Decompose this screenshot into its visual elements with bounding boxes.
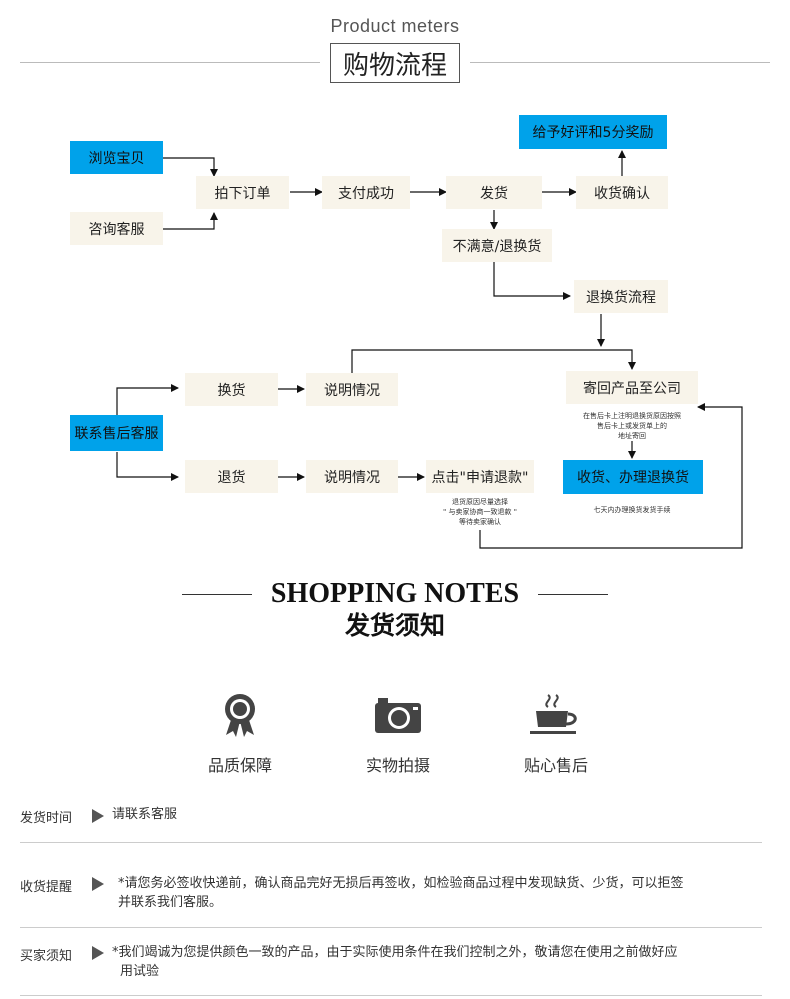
notes-right-divider	[538, 594, 608, 595]
send-back-note-line-2: 售后卡上或发货单上的	[597, 422, 667, 430]
header-chinese-title: 购物流程	[330, 43, 460, 83]
info-label-receipt-reminder: 收货提醒	[20, 880, 73, 895]
notes-chinese-title: 发货须知	[344, 611, 445, 640]
flow-confirm: 收货确认	[576, 176, 668, 209]
feature-label-after-sales: 贴心售后	[523, 756, 588, 775]
flow-receive-process: 收货、办理退换货	[563, 460, 703, 494]
info-text-buyer-notice: *我们竭诚为您提供颜色一致的产品，由于实际使用条件在我们控制之外，敬请您在使用之…	[112, 943, 678, 981]
feature-label-real-photo: 实物拍摄	[365, 756, 430, 775]
coffee-cup-icon	[525, 693, 585, 737]
send-back-note-line-3: 地址寄回	[618, 432, 646, 440]
flow-explain-exchange: 说明情况	[306, 373, 398, 406]
info-text-receipt-line-2: 并联系我们客服。	[118, 895, 223, 910]
refund-note-line-1: 退货原因尽量选择	[452, 498, 508, 506]
flow-payment: 支付成功	[322, 176, 410, 209]
play-arrow-icon	[92, 809, 104, 823]
flow-review: 给予好评和5分奖励	[519, 115, 667, 149]
info-text-ship-time: 请联系客服	[112, 807, 178, 822]
flow-contact-service: 联系售后客服	[70, 415, 163, 451]
info-text-receipt-reminder: *请您务必签收快递前，确认商品完好无损后再签收，如检验商品过程中发现缺货、少货，…	[118, 874, 684, 912]
send-back-note-line-1: 在售后卡上注明退换货原因按照	[583, 412, 681, 420]
info-text-receipt-line-1: *请您务必签收快递前，确认商品完好无损后再签收，如检验商品过程中发现缺货、少货，…	[118, 876, 684, 891]
flow-browse: 浏览宝贝	[70, 141, 163, 174]
header-right-divider	[470, 62, 770, 63]
info-label-buyer-notice: 买家须知	[20, 949, 73, 964]
info-text-notice-line-2: 用试验	[120, 964, 160, 979]
flow-unsatisfied: 不满意/退换货	[442, 229, 552, 262]
award-ribbon-icon	[210, 693, 270, 737]
camera-icon	[368, 693, 428, 737]
flow-connectors	[116, 150, 743, 549]
flow-refund: 退货	[185, 460, 278, 493]
info-text-notice-line-1: *我们竭诚为您提供颜色一致的产品，由于实际使用条件在我们控制之外，敬请您在使用之…	[112, 945, 678, 960]
flow-apply-refund: 点击"申请退款"	[426, 460, 534, 493]
refund-note-line-3: 等待卖家确认	[459, 518, 501, 526]
play-arrow-icon	[92, 946, 104, 960]
flow-ship: 发货	[446, 176, 542, 209]
notes-left-divider	[182, 594, 252, 595]
notes-english-title: SHOPPING NOTES	[270, 578, 520, 609]
refund-note: 退货原因尽量选择 " 与卖家协商一致退款 " 等待卖家确认	[420, 497, 540, 527]
info-divider	[20, 927, 762, 928]
header-english-title: Product meters	[330, 16, 460, 36]
info-divider	[20, 995, 762, 996]
refund-note-line-2: " 与卖家协商一致退款 "	[443, 508, 517, 516]
flow-send-back: 寄回产品至公司	[566, 371, 698, 404]
receive-note: 七天内办理换货发货手续	[593, 506, 671, 514]
flow-return-process: 退换货流程	[574, 280, 668, 313]
header-left-divider	[20, 62, 320, 63]
info-label-ship-time: 发货时间	[20, 811, 73, 826]
send-back-note: 在售后卡上注明退换货原因按照 售后卡上或发货单上的 地址寄回	[560, 411, 704, 441]
play-arrow-icon	[92, 877, 104, 891]
flow-consult: 咨询客服	[70, 212, 163, 245]
flow-exchange: 换货	[185, 373, 278, 406]
feature-label-quality: 品质保障	[207, 756, 272, 775]
flow-place-order: 拍下订单	[196, 176, 289, 209]
flow-explain-refund: 说明情况	[306, 460, 398, 493]
info-divider	[20, 842, 762, 843]
